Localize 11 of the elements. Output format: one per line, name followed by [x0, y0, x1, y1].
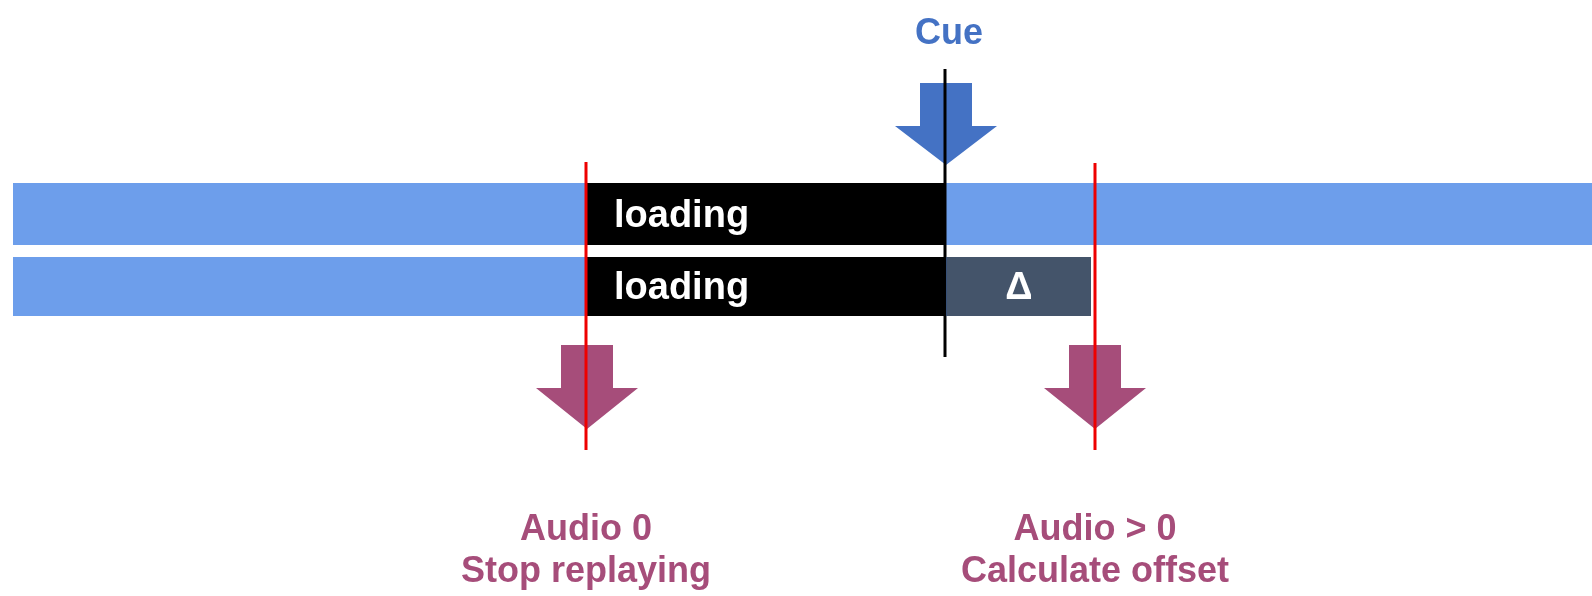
offset-segment	[947, 257, 1091, 316]
segment-label: loading	[614, 265, 750, 308]
loading-segment	[586, 183, 945, 245]
event-label: Audio > 0	[1013, 508, 1177, 548]
segment-label: Δ	[1005, 265, 1033, 308]
segment-label: loading	[614, 192, 750, 236]
action-label: Calculate offset	[960, 550, 1230, 590]
action-label: Stop replaying	[461, 550, 711, 590]
event-label: Audio 0	[520, 508, 652, 548]
loading-segment	[586, 257, 945, 316]
marker-label: Cue	[915, 12, 983, 52]
